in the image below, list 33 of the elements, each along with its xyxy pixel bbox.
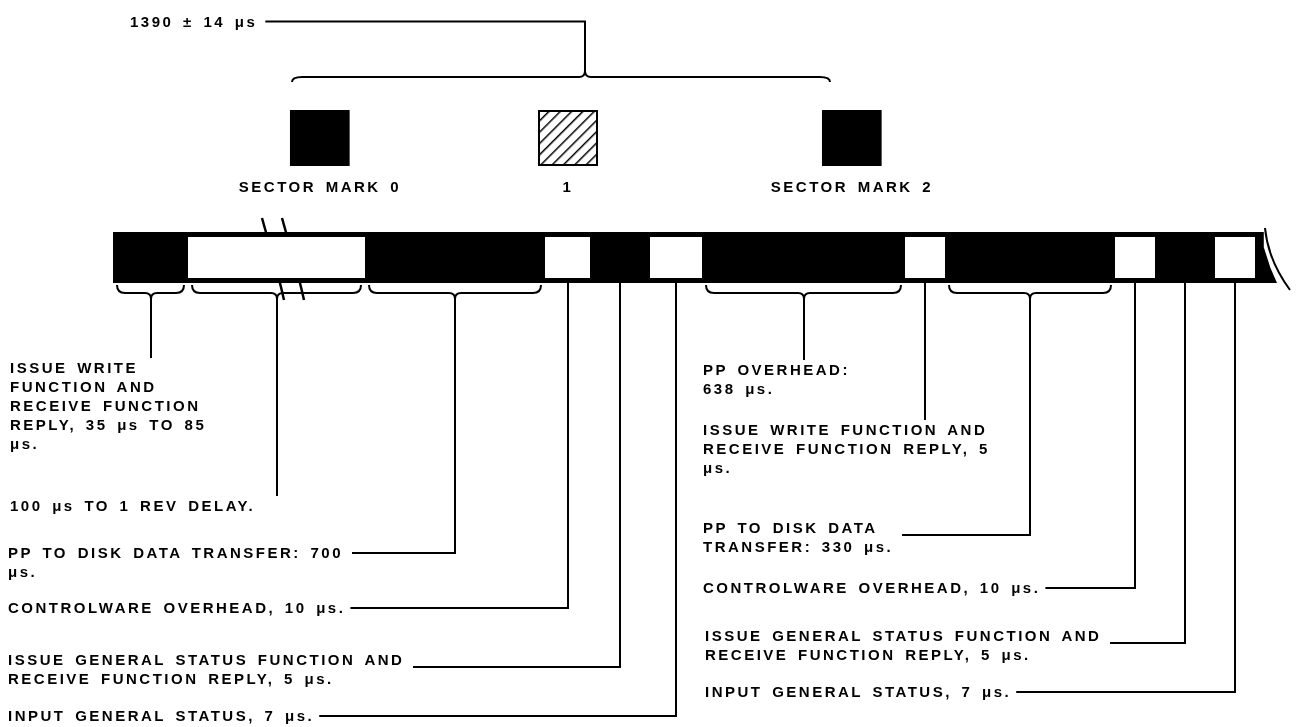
leader-line bbox=[412, 282, 621, 668]
callout-text: PP OVERHEAD: 638 μs. bbox=[703, 360, 853, 398]
bracket-leader-line bbox=[705, 284, 902, 361]
callout-text: CONTROLWARE OVERHEAD, 10 μs. bbox=[703, 578, 1041, 597]
bracket-leader-line bbox=[116, 284, 185, 359]
sector-label: 1 bbox=[562, 178, 574, 195]
callout-text: CONTROLWARE OVERHEAD, 10 μs. bbox=[8, 598, 346, 617]
callout-text: PP TO DISK DATA TRANSFER: 330 μs. bbox=[703, 518, 897, 556]
bracket-leader-line bbox=[901, 284, 1112, 536]
open-track-segment bbox=[1215, 232, 1255, 283]
callout-text: ISSUE WRITE FUNCTION AND RECEIVE FUNCTION REPLY, 5 μs. bbox=[703, 420, 993, 477]
leader-line bbox=[1015, 282, 1236, 693]
bracket-leader-line bbox=[351, 284, 542, 554]
bracket-leader-line bbox=[191, 284, 362, 497]
open-track-segment bbox=[1115, 232, 1155, 283]
leader-line bbox=[1044, 282, 1136, 589]
callout-text: 100 μs TO 1 REV DELAY. bbox=[10, 496, 256, 515]
callout-text: ISSUE GENERAL STATUS FUNCTION AND RECEIVE FUNCTION REPLY, 5 μs. bbox=[8, 650, 408, 688]
open-track-segment bbox=[905, 232, 945, 283]
callout-text: INPUT GENERAL STATUS, 7 μs. bbox=[705, 682, 1012, 701]
filled-track-segment bbox=[1255, 232, 1277, 283]
open-track-segment bbox=[545, 232, 590, 283]
callout-text: INPUT GENERAL STATUS, 7 μs. bbox=[8, 706, 315, 725]
callout-text: ISSUE GENERAL STATUS FUNCTION AND RECEIVE FUNCTION REPLY, 5 μs. bbox=[705, 626, 1105, 664]
sector-label: SECTOR MARK 2 bbox=[770, 178, 934, 195]
callout-text: ISSUE WRITE FUNCTION AND RECEIVE FUNCTION REPLY, 35 μs TO 85 μs. bbox=[10, 358, 210, 453]
sector-label: SECTOR MARK 0 bbox=[238, 178, 402, 195]
leader-line bbox=[349, 282, 569, 609]
duration-label: 1390 ± 14 μs bbox=[130, 12, 258, 31]
leader-line bbox=[924, 282, 926, 421]
callout-text: PP TO DISK DATA TRANSFER: 700 μs. bbox=[8, 543, 347, 581]
leader-line bbox=[1109, 282, 1186, 644]
leader-line bbox=[318, 282, 677, 717]
